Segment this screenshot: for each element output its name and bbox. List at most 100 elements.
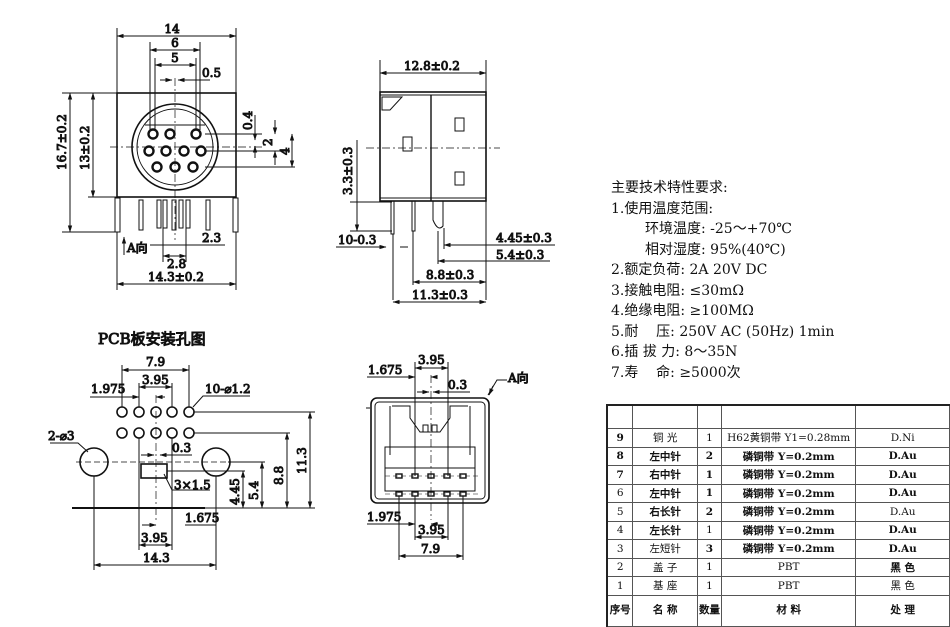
dim-4: 4 [278,147,292,155]
spec-line: 4.绝缘电阻: ≥100MΩ [611,303,754,319]
dim-a-0-3: 0.3 [448,378,467,392]
bom-finish: D.Au [855,520,950,540]
dim-2: 2 [261,138,275,146]
bom-name: 左长针 [632,520,698,540]
dim-10-0-3: 10-0.3 [338,233,376,247]
bom-finish: 黑 色 [855,557,950,577]
bom-qty: 1 [697,428,722,448]
dim-pcb-7-9: 7.9 [146,355,165,369]
bom-qty: 2 [697,502,722,522]
bom-header-no: 序号 [606,594,634,627]
bom-no: 9 [606,428,634,448]
dim-pcb-slot: 3×1.5 [174,478,211,492]
bom-finish: 黑 色 [855,576,950,596]
bom-qty: 1 [697,465,722,485]
bom-qty: 2 [697,446,722,466]
dim-pcb-8-8: 8.8 [272,466,286,485]
bom-name: 右长针 [632,502,698,522]
dim-5: 5 [171,51,179,65]
bom-row: 3 左短针 3 磷铜带 Y=0.2mm D.Au [606,539,950,559]
dim-8-8: 8.8±0.3 [426,268,474,282]
dim-2-3: 2.3 [202,231,221,245]
bom-finish: D.Au [855,539,950,559]
bom-row: 1 基 座 1 PBT 黑 色 [606,576,950,596]
bom-finish: D.Ni [855,428,950,448]
dim-pcb-10-holes: 10-⌀1.2 [205,382,251,396]
front-legs [114,197,239,233]
bom-no: 6 [606,483,634,503]
bom-no: 2 [606,557,634,577]
dim-6: 6 [171,36,179,50]
front-view [62,28,295,290]
pcb-small-holes [116,406,195,439]
front-body [116,92,237,198]
bom-row: 8 左中针 2 磷铜带 Y=0.2mm D.Au [606,446,950,466]
bom-no: 4 [606,520,634,540]
bom-qty: 1 [697,520,722,540]
bom-no: 7 [606,465,634,485]
dim-pcb-14-3: 14.3 [143,551,170,565]
side-view [336,60,555,305]
spec-line: 3.接触电阻: ≤30mΩ [611,282,744,299]
dim-0-5: 0.5 [202,66,221,80]
spec-line: 1.使用温度范围: [611,200,714,217]
spec-line: 相对湿度: 95%(40℃) [645,241,786,258]
bom-row: 6 左中针 1 磷铜带 Y=0.2mm D.Au [606,483,950,503]
bom-finish: D.Au [855,446,950,466]
bom-no: 3 [606,539,634,559]
pcb-slot [140,463,168,479]
bom-material: 磷铜带 Y=0.2mm [720,483,857,503]
dim-16-7: 16.7±0.2 [55,114,69,170]
bom-no: 5 [606,502,634,522]
bom-qty: 1 [697,557,722,577]
pcb-title: PCB板安装孔图 [98,330,206,348]
bom-qty: 3 [697,539,722,559]
a-direction-label-front: A向 [126,240,148,255]
dim-5-4: 5.4±0.3 [496,248,544,262]
bom-finish: D.Au [855,483,950,503]
dim-a-3-95-top: 3.95 [418,353,445,367]
bom-material: 磷铜带 Y=0.2mm [720,465,857,485]
bom-finish: D.Au [855,465,950,485]
bom-qty: 1 [697,483,722,503]
dim-pcb-3-95-bottom: 3.95 [141,531,168,545]
bom-name: 左中针 [632,483,698,503]
dim-14: 14 [164,22,180,36]
spec-line: 6.插 拔 力: 8～35N [611,344,738,360]
a-direction-label: A向 [507,370,529,385]
bom-row: 2 盖 子 1 PBT 黑 色 [606,557,950,577]
dim-pcb-2-holes: 2-⌀3 [48,429,75,443]
dim-pcb-11-3: 11.3 [295,447,309,474]
dim-2-8: 2.8 [167,257,186,271]
bom-name: 盖 子 [632,557,698,577]
bom-header-material: 材 料 [720,594,857,627]
technical-specs: 主要技术特性要求: 1.使用温度范围: 环境温度: -25～+70℃ 相对湿度:… [611,178,834,383]
dim-a-1-975: 1.975 [367,510,401,524]
dim-pcb-3-95-top: 3.95 [142,373,169,387]
bill-of-materials: 9 铜 光 1 H62黄铜带 Y1=0.28mm D.Ni 8 左中针 2 磷铜… [606,404,950,627]
side-body [379,91,487,202]
bom-material: 磷铜带 Y=0.2mm [720,539,857,559]
dim-13: 13±0.2 [78,126,92,170]
bom-no: 8 [606,446,634,466]
bom-material: H62黄铜带 Y1=0.28mm [720,428,857,448]
specs-title: 主要技术特性要求: [611,180,728,196]
spec-line: 环境温度: -25～+70℃ [645,221,792,237]
bom-row: 5 右长针 2 磷铜带 Y=0.2mm D.Au [606,502,950,522]
bom-blank-row [606,404,950,429]
dim-a-7-9: 7.9 [421,542,440,556]
bom-name: 铜 光 [632,428,698,448]
spec-line: 7.寿 命: ≥5000次 [611,364,741,381]
dim-pcb-1-675: 1.675 [185,511,219,525]
bom-material: 磷铜带 Y=0.2mm [720,502,857,522]
spec-line: 2.额定负荷: 2A 20V DC [611,262,768,278]
dim-0-4: 0.4 [241,111,255,130]
spec-line: 5.耐 压: 250V AC (50Hz) 1min [611,323,835,340]
bom-name: 右中针 [632,465,698,485]
dim-pcb-5-4: 5.4 [247,481,261,500]
dim-14-3: 14.3±0.2 [148,270,204,284]
bom-no: 1 [606,576,634,596]
bom-name: 左短针 [632,539,698,559]
bom-header-qty: 数量 [697,594,722,627]
